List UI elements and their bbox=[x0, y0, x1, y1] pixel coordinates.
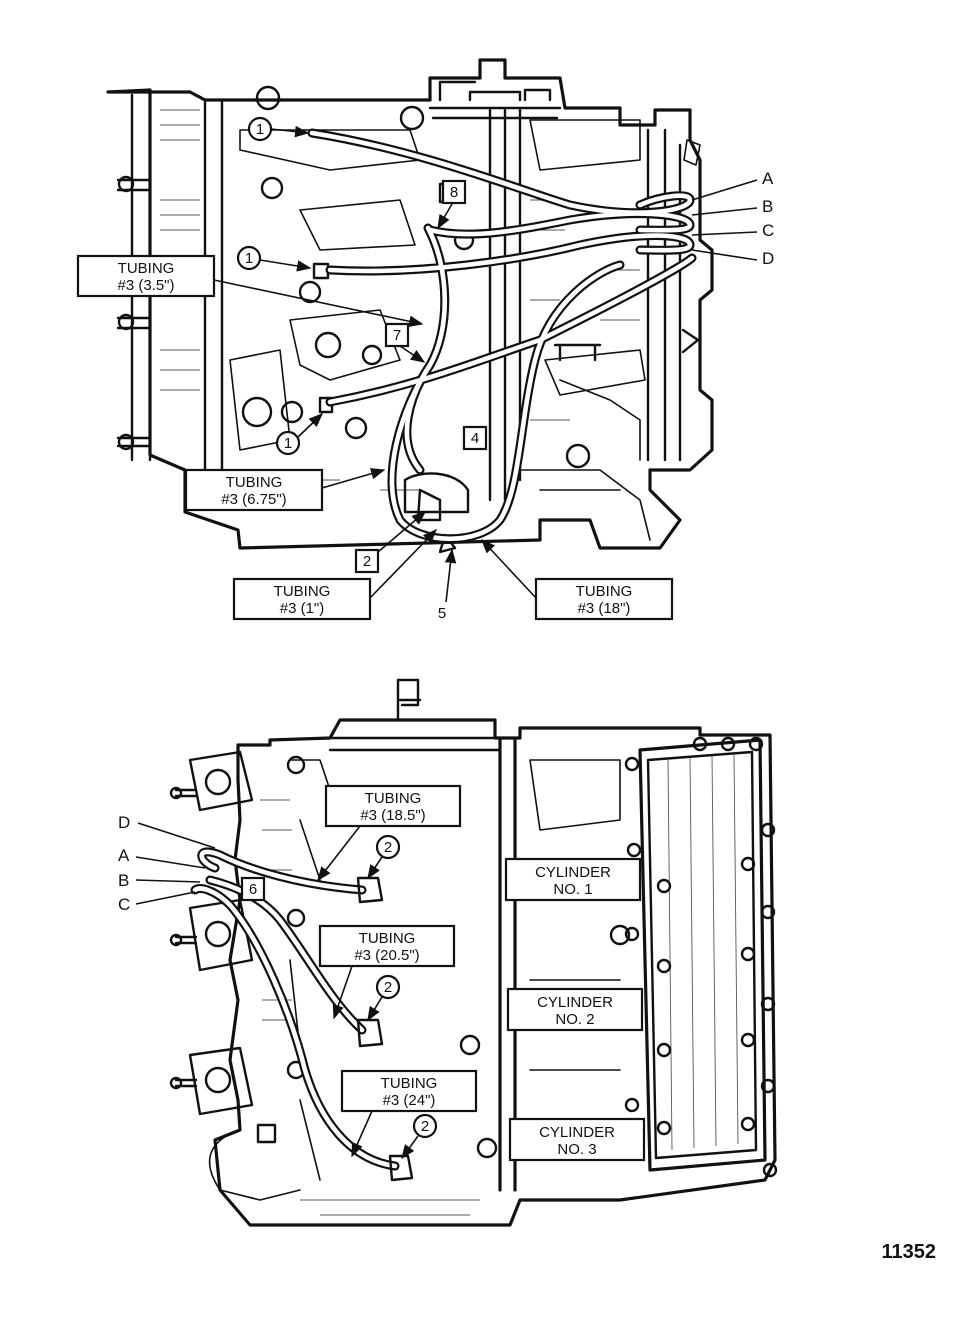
bottom-hose-letter-b: B bbox=[118, 871, 129, 890]
cylinder-3-line2: NO. 3 bbox=[557, 1141, 596, 1158]
callout-1-a: 1 bbox=[256, 121, 264, 138]
callout-5: 5 bbox=[438, 605, 446, 622]
callout-6: 6 bbox=[249, 881, 257, 898]
tubing-label-24-line1: TUBING bbox=[381, 1075, 438, 1092]
tubing-label-3-5-line2: #3 (3.5") bbox=[117, 277, 174, 294]
tubing-label-6-75-line1: TUBING bbox=[226, 474, 283, 491]
top-view-hoses bbox=[307, 128, 697, 544]
top-hose-letters: A B C D bbox=[691, 169, 774, 268]
bottom-view-hoses bbox=[190, 847, 414, 1182]
bottom-hose-letters: D A B C bbox=[118, 813, 216, 914]
tubing-label-20-5-line2: #3 (20.5") bbox=[354, 947, 419, 964]
tubing-label-6-75-line2: #3 (6.75") bbox=[221, 491, 286, 508]
bottom-engine-view bbox=[169, 678, 778, 1227]
tubing-label-18-line1: TUBING bbox=[576, 583, 633, 600]
cylinder-1-line2: NO. 1 bbox=[553, 881, 592, 898]
cylinder-2-line1: CYLINDER bbox=[537, 994, 613, 1011]
figure-number: 11352 bbox=[881, 1241, 936, 1263]
bottom-hose-letter-c: C bbox=[118, 895, 130, 914]
callout-2-cyl3: 2 bbox=[421, 1118, 429, 1135]
tubing-label-18-line2: #3 (18") bbox=[578, 600, 631, 617]
tubing-label-18-5-line2: #3 (18.5") bbox=[360, 807, 425, 824]
cylinder-1-line1: CYLINDER bbox=[535, 864, 611, 881]
bottom-hose-letter-a: A bbox=[118, 846, 130, 865]
callout-8: 8 bbox=[450, 184, 458, 201]
hose-letter-a: A bbox=[762, 169, 774, 188]
hose-letter-c: C bbox=[762, 221, 774, 240]
hose-letter-d: D bbox=[762, 249, 774, 268]
callout-1-c: 1 bbox=[284, 435, 292, 452]
tubing-label-24-line2: #3 (24") bbox=[383, 1092, 436, 1109]
top-tubing-labels: TUBING #3 (3.5") TUBING #3 (6.75") TUBIN… bbox=[76, 254, 674, 621]
callout-2-cyl1: 2 bbox=[384, 839, 392, 856]
bottom-tubing-labels: TUBING #3 (18.5") TUBING #3 (20.5") TUBI… bbox=[317, 784, 478, 1158]
cylinder-labels: CYLINDER NO. 1 CYLINDER NO. 2 CYLINDER N… bbox=[504, 857, 646, 1162]
callout-7: 7 bbox=[393, 327, 401, 344]
tubing-label-20-5-line1: TUBING bbox=[359, 930, 416, 947]
callout-4: 4 bbox=[471, 430, 479, 447]
tubing-label-18-5-line1: TUBING bbox=[365, 790, 422, 807]
cylinder-2-line2: NO. 2 bbox=[555, 1011, 594, 1028]
callout-2-top: 2 bbox=[363, 553, 371, 570]
tubing-label-1-line2: #3 (1") bbox=[280, 600, 325, 617]
callout-2-cyl2: 2 bbox=[384, 979, 392, 996]
bottom-hose-letter-d: D bbox=[118, 813, 130, 832]
tubing-label-1-line1: TUBING bbox=[274, 583, 331, 600]
hose-letter-b: B bbox=[762, 197, 773, 216]
tubing-label-3-5-line1: TUBING bbox=[118, 260, 175, 277]
top-callouts: 1 1 1 8 7 4 2 5 bbox=[236, 116, 488, 622]
cylinder-3-line1: CYLINDER bbox=[539, 1124, 615, 1141]
bottom-callouts: 6 2 2 2 bbox=[240, 834, 438, 1160]
callout-1-b: 1 bbox=[245, 250, 253, 267]
